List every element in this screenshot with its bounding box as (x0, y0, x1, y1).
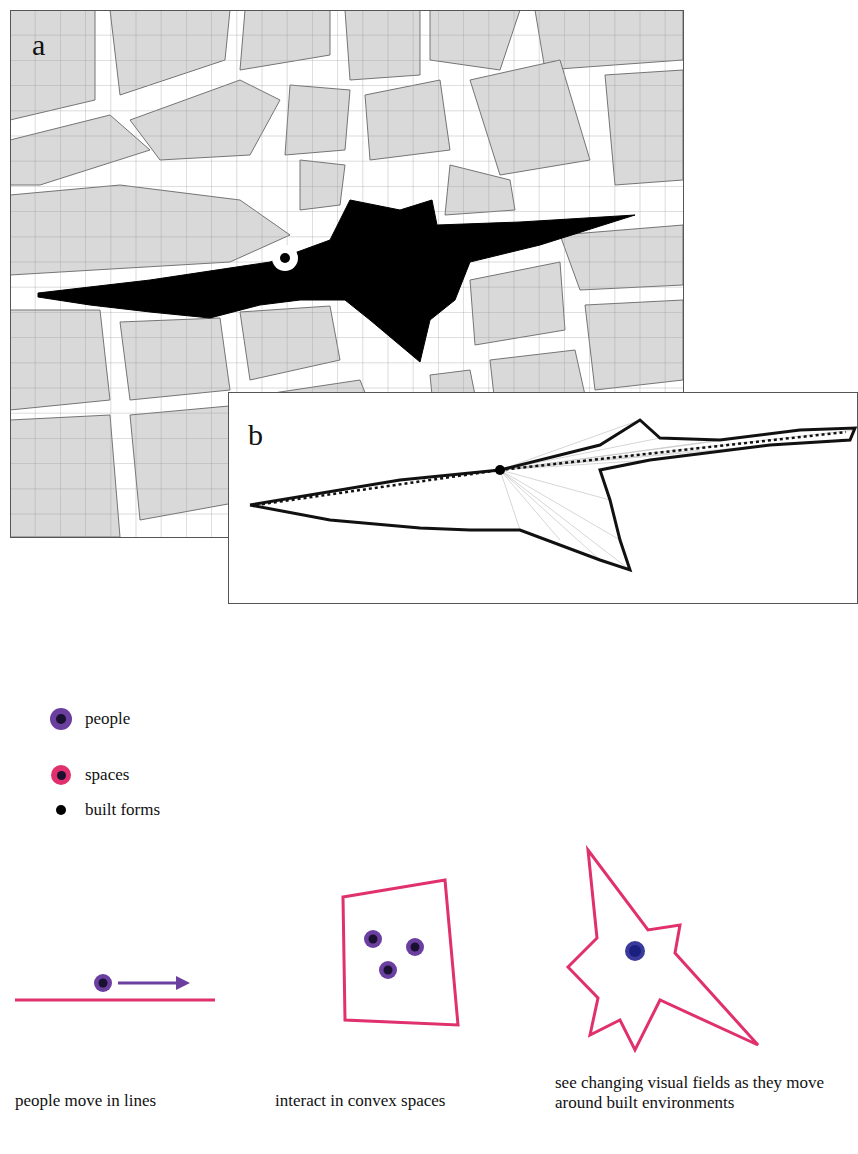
building-block (130, 80, 280, 160)
grid-line (10, 186, 683, 187)
grid-line (60, 10, 61, 537)
movement-line (15, 999, 215, 1002)
grid-line (10, 312, 683, 313)
observer-dot (625, 941, 645, 961)
building-block (345, 10, 420, 80)
building-block (560, 225, 683, 290)
person-core (384, 966, 393, 975)
building-block (240, 306, 340, 380)
building-block (110, 10, 230, 95)
building-block (10, 310, 110, 410)
person-dot (364, 930, 382, 948)
isovist-panel (229, 393, 858, 604)
grid-line (10, 337, 683, 338)
grid-line (10, 362, 683, 363)
legend-swatch (56, 805, 66, 815)
viewpoint-dot (280, 253, 290, 263)
grid-line (10, 388, 683, 389)
person-core (99, 979, 108, 988)
building-block (240, 10, 330, 70)
caption: see changing visual fields as they move … (555, 1073, 830, 1114)
building-block (10, 185, 290, 275)
grid-line (10, 110, 683, 111)
building-block (605, 70, 683, 185)
building-block (10, 10, 95, 120)
longest-sight-line (256, 432, 846, 505)
movement-arrow (118, 982, 178, 985)
grid-line (10, 35, 683, 36)
grid-line (10, 161, 683, 162)
grid-line (186, 10, 187, 537)
building-block (10, 415, 120, 537)
building-block (285, 85, 350, 155)
grid-line (85, 10, 86, 537)
swatch-center (57, 771, 66, 780)
viewpoint-dot (495, 465, 505, 475)
grid-line (161, 10, 162, 537)
caption: people move in lines (15, 1091, 235, 1111)
legend-swatch (51, 765, 71, 785)
legend-swatch (50, 708, 72, 730)
sight-line (500, 420, 640, 470)
isovist-outline (250, 420, 855, 570)
panel-frame (229, 393, 858, 604)
grid-line (10, 60, 683, 61)
grid-line (35, 10, 36, 537)
viewpoint-ring (272, 245, 298, 271)
person-dot (406, 938, 424, 956)
sight-line (500, 470, 520, 530)
panel: b (228, 392, 857, 603)
person-core (411, 943, 420, 952)
building-block (120, 318, 230, 400)
person-dot (94, 974, 112, 992)
building-block (585, 300, 683, 390)
building-block (470, 60, 590, 175)
legend-label: people (85, 709, 130, 729)
concept-figures (15, 850, 758, 1050)
visual-field (568, 850, 758, 1050)
building-block (300, 160, 345, 210)
convex-space (343, 880, 458, 1025)
legend-label: spaces (85, 765, 129, 785)
building-block (470, 262, 565, 345)
person-dot (379, 961, 397, 979)
sight-line (500, 470, 600, 560)
building-block (365, 80, 450, 160)
panel: a (10, 10, 683, 537)
panel-letter: a (32, 30, 45, 60)
sight-line (500, 470, 630, 570)
building-block (445, 165, 515, 215)
panel-letter: b (248, 420, 263, 450)
observer-core (629, 945, 641, 957)
building-block (430, 10, 520, 70)
grid-line (110, 10, 111, 537)
grid-line (136, 10, 137, 537)
building-block (10, 115, 150, 185)
swatch-center (56, 714, 66, 724)
arrow-head (176, 976, 190, 990)
grid-line (10, 85, 683, 86)
caption: interact in convex spaces (275, 1091, 525, 1111)
grid-line (10, 136, 683, 137)
isovist-fill (38, 200, 635, 362)
person-core (369, 935, 378, 944)
legend-label: built forms (85, 800, 160, 820)
